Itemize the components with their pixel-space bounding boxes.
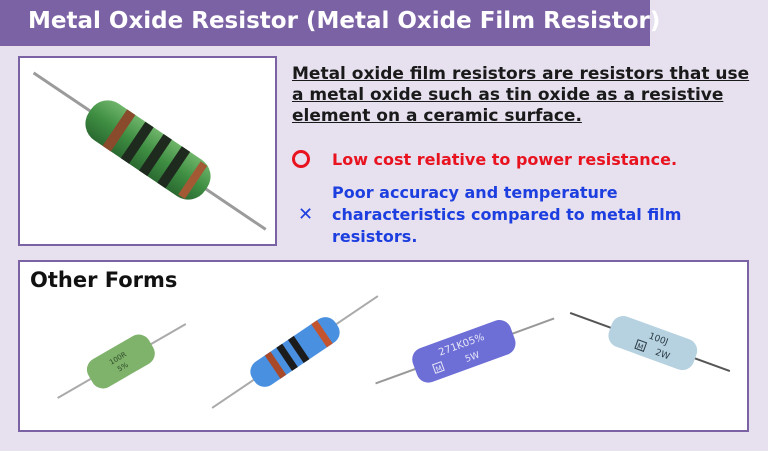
other-forms-images: 100R 5% 271K05% M 5W <box>57 295 731 409</box>
light-blue-resistor-logo: M <box>636 342 644 352</box>
page-title: Metal Oxide Resistor (Metal Oxide Film R… <box>28 8 661 34</box>
circle-icon <box>292 150 310 168</box>
green-resistor-image: 100R 5% <box>57 323 187 399</box>
cross-icon: ✕ <box>298 204 314 225</box>
other-forms-panel: Other Forms 100R 5% 27 <box>18 260 749 432</box>
light-blue-resistor-image: 100J M 2W <box>569 311 731 373</box>
con-text: Poor accuracy and temperature characteri… <box>332 183 682 246</box>
blue-resistor-image <box>211 295 379 409</box>
purple-resistor-marking-2: 5W <box>464 350 481 364</box>
description-text: Metal oxide film resistors are resistors… <box>292 64 750 126</box>
green-striped-resistor-image <box>20 58 275 244</box>
main-resistor-photo <box>18 56 277 246</box>
other-forms-heading: Other Forms <box>30 268 178 292</box>
pro-text: Low cost relative to power resistance. <box>332 150 678 169</box>
purple-resistor-logo: M <box>435 364 443 374</box>
title-bar: Metal Oxide Resistor (Metal Oxide Film R… <box>0 0 660 46</box>
purple-resistor-image: 271K05% M 5W <box>375 317 555 385</box>
light-blue-resistor-marking-2: 2W <box>654 348 671 362</box>
